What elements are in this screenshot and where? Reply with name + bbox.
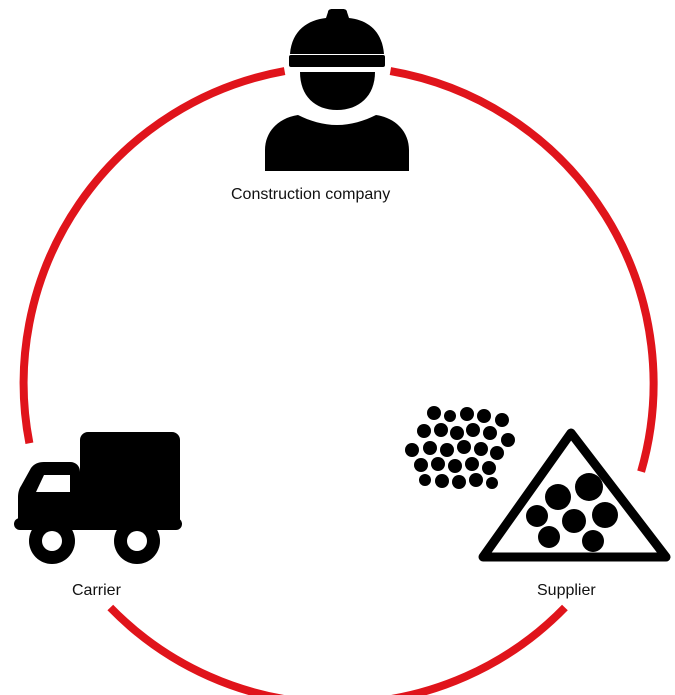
- node-label-supplier: Supplier: [537, 582, 596, 599]
- ring-segment-top-right: [389, 67, 658, 473]
- worker-hard-hat-icon: [265, 9, 409, 171]
- node-label-carrier: Carrier: [72, 582, 121, 599]
- ring-segment-bottom: [107, 604, 568, 695]
- node-label-construction-company: Construction company: [231, 186, 391, 203]
- cycle-ring: [19, 67, 658, 695]
- aggregate-gravel-icon: [405, 406, 671, 562]
- ring-segment-left: [19, 67, 286, 445]
- aggregate-triangle-icon: [478, 428, 671, 562]
- delivery-truck-icon: [14, 432, 182, 564]
- gravel-cluster-icon: [405, 406, 515, 489]
